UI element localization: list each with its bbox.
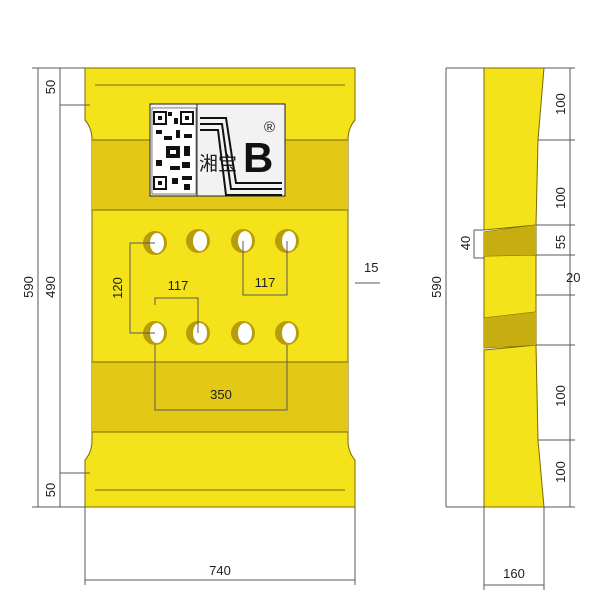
bottom-band <box>92 362 348 432</box>
dimension-label: 50 <box>43 80 58 94</box>
side-bevel-lower <box>484 312 536 348</box>
dimension-label: 100 <box>553 187 568 209</box>
side-dimensions <box>445 67 575 590</box>
dimension-label: 50 <box>43 483 58 497</box>
hole-dimension-lines <box>129 241 288 411</box>
bolt-hole <box>186 229 210 253</box>
logo-stripes <box>200 117 282 196</box>
dimension-label: 20 <box>566 270 580 285</box>
side-bevel-upper <box>484 225 536 256</box>
logo-plate: 湘宝 B ® <box>149 103 286 197</box>
dimension-label: 100 <box>553 461 568 483</box>
side-view-body <box>483 67 545 508</box>
dimension-label: 120 <box>110 277 125 299</box>
side-dimension-labels: 590 100 100 55 20 100 100 40 160 <box>429 93 580 581</box>
logo-letter: B <box>243 134 273 181</box>
dimension-label: 490 <box>43 276 58 298</box>
hole-dimension-labels: 120 117 117 350 <box>110 275 275 402</box>
dimension-label: 117 <box>168 278 189 293</box>
dimension-label: 740 <box>209 563 231 578</box>
dimension-label: 160 <box>503 566 525 581</box>
bolt-hole <box>231 321 255 345</box>
dimension-label: 100 <box>553 93 568 115</box>
dimension-label: 55 <box>553 235 568 249</box>
registered-mark: ® <box>264 119 275 136</box>
front-outer-dimensions <box>32 67 380 585</box>
dimension-label: 40 <box>458 236 473 250</box>
dimension-label: 100 <box>553 385 568 407</box>
front-view: 湘宝 B ® 120 <box>84 67 356 508</box>
dimension-label: 590 <box>429 276 444 298</box>
side-view <box>483 67 545 508</box>
dimension-label: 15 <box>364 260 378 275</box>
front-outer-dimension-labels: 590 490 50 50 740 15 <box>21 80 378 578</box>
dimension-label: 350 <box>210 387 232 402</box>
qr-code-icon <box>151 107 197 195</box>
dimension-label: 117 <box>255 275 276 290</box>
bolt-hole <box>275 321 299 345</box>
dimension-label: 590 <box>21 276 36 298</box>
